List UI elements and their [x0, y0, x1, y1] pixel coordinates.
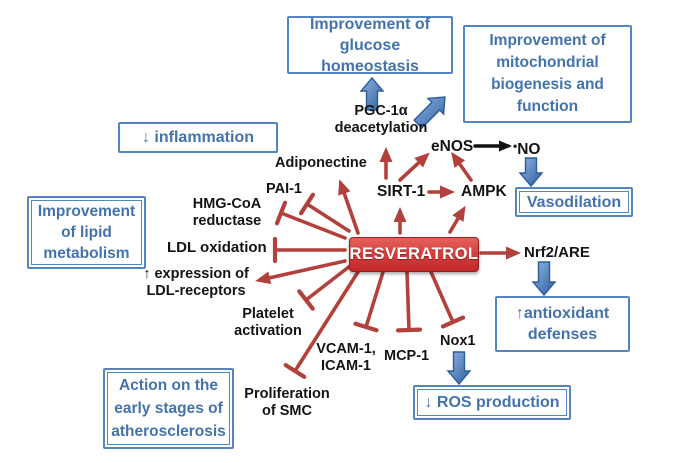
smc-proliferation-label: Proliferation of SMC	[244, 386, 330, 419]
glucose-homeostasis-box: Improvement of glucose homeostasis	[287, 16, 453, 75]
adiponectine-label: Adiponectine	[275, 155, 367, 171]
pgc1a-deacetylation-label: PGC-1α deacetylation	[334, 103, 428, 136]
block-arrow-nox1-to-ros-box	[446, 351, 472, 386]
block-arrow-to-mitochondrial-box	[413, 96, 446, 129]
enos-label: eNOS	[431, 138, 474, 155]
ampk-label: AMPK	[461, 183, 507, 200]
atherosclerosis-box: Action on the early stages of atheroscle…	[103, 368, 234, 449]
tbar-resveratrol-to-nox1	[429, 270, 455, 324]
antioxidant-defenses-box: ↑antioxidant defenses	[495, 296, 630, 352]
tbar-resveratrol-to-smc	[293, 270, 360, 373]
ldl-receptors-expression-label: ↑ expression of LDL-receptors	[143, 266, 249, 299]
mcp1-label: MCP-1	[384, 348, 430, 364]
resveratrol-node: RESVERATROL	[349, 237, 479, 272]
tbar-resveratrol-to-platelet-cap	[297, 289, 315, 311]
arrow-resveratrol-to-ldl-receptors	[255, 259, 347, 285]
tbar-resveratrol-to-pai1	[305, 202, 351, 233]
inflammation-box: ↓ inflammation	[118, 122, 278, 153]
vcam-icam-label: VCAM-1, ICAM-1	[316, 341, 376, 374]
tbar-resveratrol-to-nox1-cap	[440, 315, 466, 329]
tbar-resveratrol-to-hmgcoa	[279, 211, 347, 240]
tbar-resveratrol-to-smc-cap	[283, 362, 307, 380]
hmg-coa-reductase-label: HMG-CoA reductase	[192, 196, 262, 229]
pai1-label: PAI-1	[266, 181, 302, 197]
ros-production-box: ↓ ROS production	[413, 385, 571, 420]
radical-dot: •	[513, 139, 518, 153]
sirt1-label: SIRT-1	[377, 183, 426, 200]
block-arrow-no-to-vasodilation-box	[518, 157, 544, 188]
ldl-oxidation-label: LDL oxidation	[167, 239, 267, 256]
tbar-resveratrol-to-platelet	[304, 264, 352, 302]
arrow-resveratrol-to-ampk	[448, 205, 466, 234]
mitochondrial-biogenesis-box: Improvement of mitochondrial biogenesis …	[463, 25, 632, 123]
nitric-oxide-label: •NO	[513, 138, 540, 158]
tbar-resveratrol-to-vcam	[364, 270, 385, 329]
lipid-metabolism-box: Improvement of lipid metabolism	[27, 196, 146, 269]
arrow-ampk-to-enos	[451, 151, 473, 182]
platelet-activation-label: Platelet activation	[234, 306, 302, 339]
tbar-resveratrol-to-hmgcoa-cap	[274, 200, 288, 226]
tbar-resveratrol-to-vcam-cap	[353, 321, 379, 333]
nrf2-are-label: Nrf2/ARE	[524, 244, 590, 261]
vasodilation-box: Vasodilation	[515, 187, 633, 217]
tbar-resveratrol-to-mcp1-cap	[395, 327, 423, 333]
nox1-label: Nox1	[440, 333, 476, 349]
no-text: NO	[517, 141, 541, 158]
tbar-resveratrol-to-pai1-cap	[298, 192, 316, 216]
block-arrow-pgc1a-to-glucose-box	[359, 76, 385, 111]
tbar-resveratrol-to-mcp1	[405, 270, 411, 332]
block-arrow-nrf2-to-antioxidant-box	[531, 261, 557, 297]
arrow-resveratrol-to-adiponectine	[338, 179, 360, 235]
arrow-sirt1-to-enos	[398, 152, 430, 182]
